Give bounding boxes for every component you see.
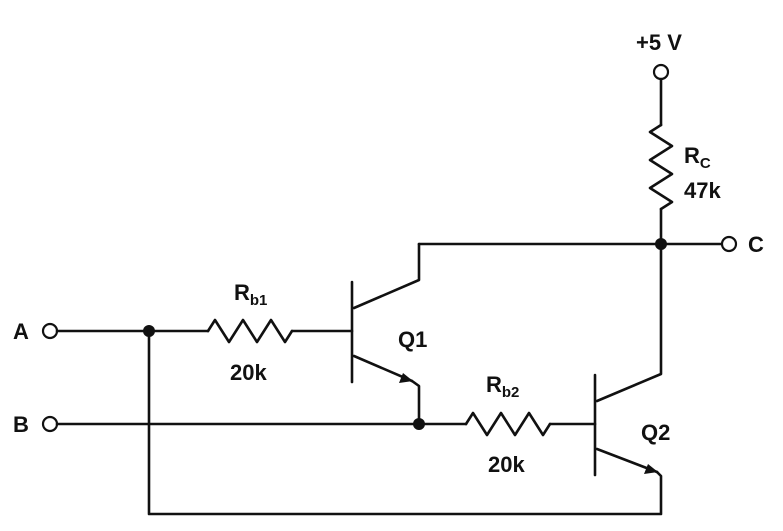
input-b-label: B: [13, 412, 29, 437]
resistor-rb1: [206, 318, 294, 344]
q2-label: Q2: [641, 420, 670, 445]
rc-value: 47k: [684, 178, 721, 203]
resistor-rc: [648, 123, 674, 211]
resistor-rb2: [464, 411, 552, 437]
input-terminal-a: [41, 322, 59, 340]
q2-collector: [595, 242, 663, 403]
q1-emitter-arrow: [399, 373, 413, 383]
rb2-label: Rb2: [486, 372, 519, 401]
rb1-label: Rb1: [234, 280, 267, 309]
q1-emitter-junction: [413, 418, 425, 430]
q1-emitter-lead: [410, 379, 421, 426]
output-terminal-c: [720, 235, 738, 253]
q1-collector: [352, 242, 421, 310]
input-a-label: A: [13, 319, 29, 344]
q2-emitter-arrow: [644, 464, 658, 474]
supply-label: +5 V: [636, 30, 682, 55]
supply-terminal: [652, 63, 670, 81]
output-c-label: C: [748, 232, 764, 257]
q1-label: Q1: [398, 327, 427, 352]
ground-return-wire: [147, 329, 663, 516]
rb2-value: 20k: [488, 452, 525, 477]
rb1-value: 20k: [230, 360, 267, 385]
input-terminal-b: [41, 415, 59, 433]
rc-label: RC: [684, 143, 711, 172]
